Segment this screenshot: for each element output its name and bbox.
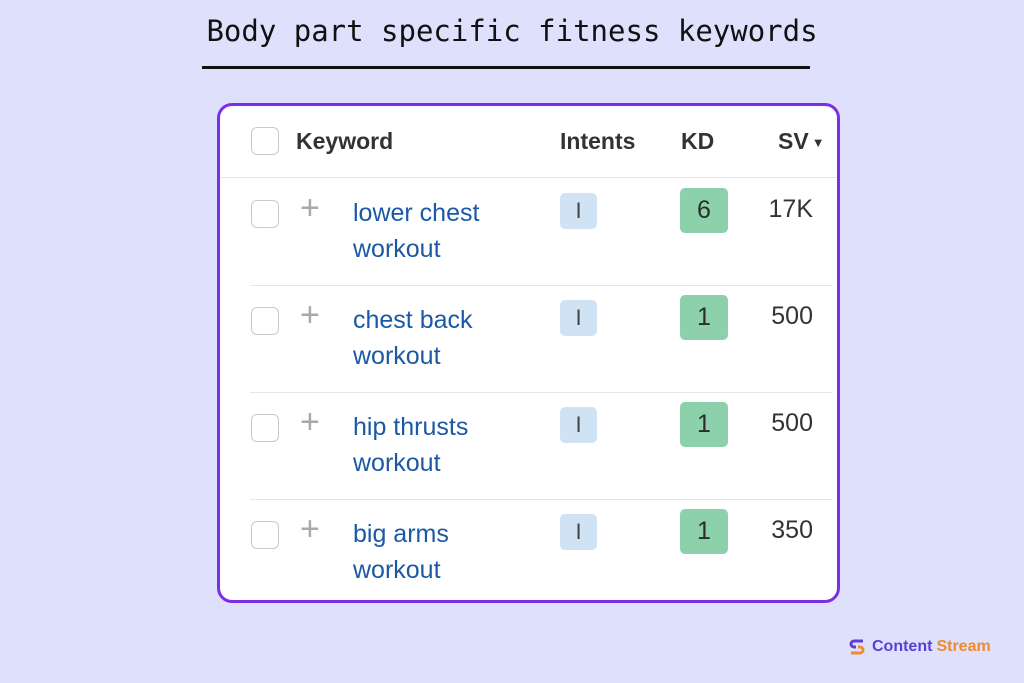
- header-kd[interactable]: KD: [681, 128, 715, 154]
- logo-s-icon: [849, 639, 865, 655]
- keyword-table: Keyword Intents KD SV▼ + lower chest wor…: [217, 103, 840, 603]
- table-row: + big arms workout I 1 350: [220, 500, 837, 600]
- row-divider: [250, 392, 832, 393]
- search-volume: 17K: [768, 195, 813, 223]
- kd-badge: 6: [680, 188, 728, 233]
- row-divider: [250, 499, 832, 500]
- header-sv-label: SV: [778, 128, 809, 154]
- row-checkbox[interactable]: [251, 200, 279, 228]
- row-checkbox[interactable]: [251, 414, 279, 442]
- kd-badge: 1: [680, 402, 728, 447]
- intent-badge: I: [560, 193, 597, 229]
- logo-word-stream: Stream: [936, 638, 991, 655]
- page-title: Body part specific fitness keywords: [206, 14, 818, 48]
- search-volume: 500: [771, 409, 813, 437]
- table-row: + hip thrusts workout I 1 500: [220, 393, 837, 500]
- row-checkbox[interactable]: [251, 307, 279, 335]
- sort-desc-icon: ▼: [811, 135, 825, 151]
- keyword-link[interactable]: big arms workout: [353, 520, 449, 584]
- intent-badge: I: [560, 300, 597, 336]
- table-row: + lower chest workout I 6 17K: [220, 179, 837, 286]
- select-all-checkbox[interactable]: [251, 127, 279, 155]
- row-checkbox[interactable]: [251, 521, 279, 549]
- add-keyword-plus-icon[interactable]: +: [300, 403, 320, 441]
- header-intents[interactable]: Intents: [560, 128, 636, 154]
- search-volume: 350: [771, 516, 813, 544]
- add-keyword-plus-icon[interactable]: +: [300, 189, 320, 227]
- search-volume: 500: [771, 302, 813, 330]
- logo-word-content: Content: [872, 638, 933, 655]
- row-divider: [250, 285, 832, 286]
- add-keyword-plus-icon[interactable]: +: [300, 296, 320, 334]
- intent-badge: I: [560, 407, 597, 443]
- intent-badge: I: [560, 514, 597, 550]
- kd-badge: 1: [680, 295, 728, 340]
- table-row: + chest back workout I 1 500: [220, 286, 837, 393]
- header-sv[interactable]: SV▼: [778, 128, 825, 155]
- content-stream-logo: Content Stream: [848, 638, 991, 656]
- title-underline: [202, 66, 810, 69]
- kd-badge: 1: [680, 509, 728, 554]
- header-keyword[interactable]: Keyword: [296, 128, 394, 154]
- keyword-link[interactable]: lower chest workout: [353, 199, 480, 263]
- keyword-link[interactable]: hip thrusts workout: [353, 413, 469, 477]
- table-header: Keyword Intents KD SV▼: [220, 106, 837, 178]
- keyword-link[interactable]: chest back workout: [353, 306, 473, 370]
- add-keyword-plus-icon[interactable]: +: [300, 510, 320, 548]
